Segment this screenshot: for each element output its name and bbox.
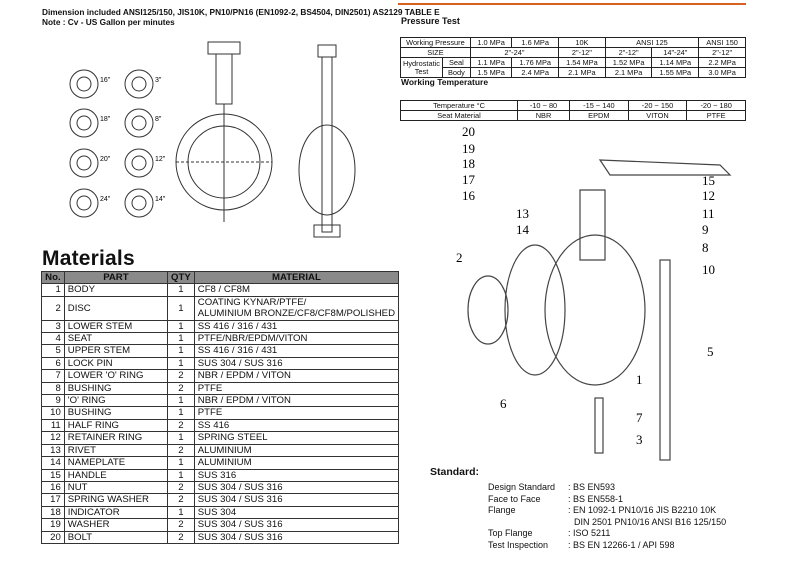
upper-stem (659, 259, 671, 461)
valve-neck (579, 189, 606, 261)
svg-text:24": 24" (100, 196, 111, 203)
handle (598, 159, 732, 176)
materials-title: Materials (42, 247, 135, 270)
header-accent-line (398, 3, 746, 5)
exploded-view-drawing: 20 19 18 17 16 15 12 11 9 8 10 13 14 2 5… (456, 124, 732, 461)
svg-text:8: 8 (702, 240, 709, 255)
svg-text:20": 20" (100, 156, 111, 163)
svg-text:10: 10 (702, 262, 715, 277)
svg-text:12": 12" (155, 156, 166, 163)
table-row: Temperature °C -10 ~ 80 -15 ~ 140 -20 ~ … (400, 100, 746, 111)
svg-text:20: 20 (462, 124, 475, 139)
svg-text:14": 14" (155, 196, 166, 203)
orientation-12 (124, 148, 154, 178)
dimension-note: Dimension included ANSI125/150, JIS10K, … (42, 7, 440, 17)
svg-text:18: 18 (462, 156, 475, 171)
svg-text:13: 13 (516, 206, 529, 221)
standard-labels: Design Standard Face to Face Flange Top … (488, 482, 556, 550)
table-row: Body 1.5 MPa 2.4 MPa 2.1 MPa 2.1 MPa 1.5… (401, 67, 746, 78)
svg-text:15: 15 (702, 173, 715, 188)
standard-title: Standard: (430, 466, 480, 478)
pressure-test-table: Working Pressure 1.0 MPa 1.6 MPa 10K ANS… (400, 37, 746, 78)
svg-text:5: 5 (707, 344, 714, 359)
svg-text:16: 16 (462, 188, 476, 203)
svg-text:2: 2 (456, 250, 463, 265)
cv-note: Note : Cv - US Gallon per minutes (42, 17, 175, 27)
svg-text:8": 8" (155, 116, 162, 123)
orientation-24 (69, 188, 99, 218)
table-row: Hydrostatic Test Seal 1.1 MPa 1.76 MPa 1… (400, 57, 746, 78)
valve-body (544, 234, 646, 386)
svg-text:11: 11 (702, 206, 715, 221)
working-temperature-title: Working Temperature (401, 77, 489, 87)
orientation-8 (124, 108, 154, 138)
table-row: Seat Material NBR EPDM VITON PTFE (400, 110, 746, 121)
valve-seat (504, 244, 566, 376)
orientation-18 (69, 108, 99, 138)
standard-values: : BS EN593 : BS EN558-1 : EN 1092-1 PN10… (568, 482, 727, 550)
lower-stem (594, 397, 604, 454)
orientation-3 (124, 69, 154, 99)
svg-text:1: 1 (636, 372, 643, 387)
svg-text:7: 7 (636, 410, 643, 425)
orientation-16 (69, 69, 99, 99)
valve-disc (467, 275, 509, 345)
table-header: No. PART QTY MATERIAL (41, 270, 400, 285)
front-view-drawing (175, 41, 273, 222)
svg-text:17: 17 (462, 172, 476, 187)
svg-text:16": 16" (100, 77, 111, 84)
table-row: Working Pressure 1.0 MPa 1.6 MPa 10K ANS… (400, 37, 746, 48)
svg-text:12: 12 (702, 188, 715, 203)
svg-text:9: 9 (702, 222, 709, 237)
orientation-diagrams: 16" 3" 18" 8" 20" 12" 24" 14" (69, 69, 166, 218)
working-temperature-table: Temperature °C -10 ~ 80 -15 ~ 140 -20 ~ … (400, 100, 746, 121)
svg-text:14: 14 (516, 222, 530, 237)
pressure-test-title: Pressure Test (401, 16, 460, 26)
orientation-14 (124, 188, 154, 218)
side-section-drawing (298, 44, 356, 238)
orientation-20 (69, 148, 99, 178)
table-row: SIZE 2"-24" 2"-12" 2"-12" 14"-24" 2"-12" (400, 47, 746, 58)
svg-text:3: 3 (636, 432, 643, 447)
svg-text:19: 19 (462, 141, 475, 156)
svg-text:3": 3" (155, 77, 162, 84)
svg-text:6: 6 (500, 396, 507, 411)
svg-text:18": 18" (100, 116, 111, 123)
